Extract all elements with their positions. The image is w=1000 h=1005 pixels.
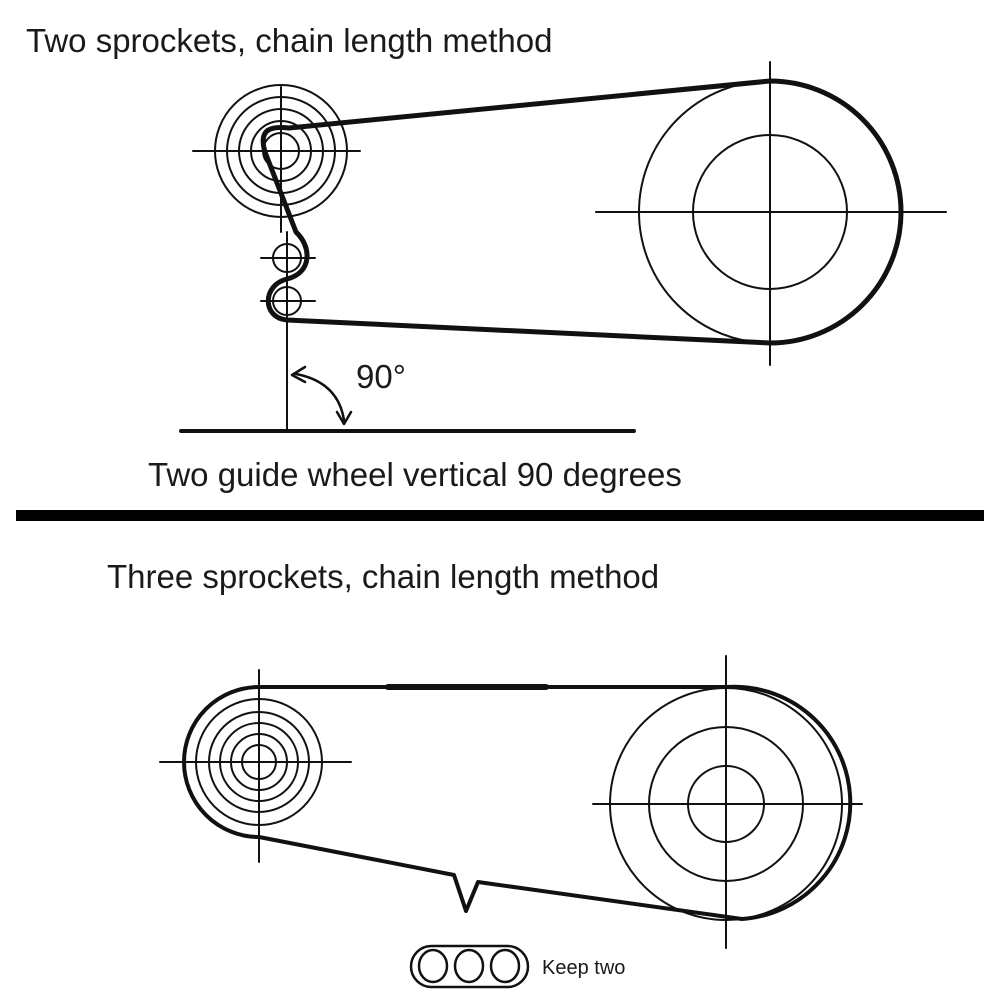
section-divider	[16, 510, 984, 521]
top-diagram-title: Two sprockets, chain length method	[26, 22, 553, 59]
chain-bottom	[182, 684, 853, 921]
small-sprocket-bottom-crosshair	[159, 669, 352, 863]
top-diagram-caption: Two guide wheel vertical 90 degrees	[148, 456, 682, 493]
large-sprocket-bottom-crosshair	[592, 655, 863, 949]
large-sprocket-top-crosshair	[595, 61, 947, 366]
small-sprocket-top-crosshair	[192, 86, 361, 233]
angle-arc	[290, 365, 353, 426]
chain-link-label: Keep two	[542, 957, 626, 979]
angle-label: 90°	[356, 358, 406, 395]
bottom-diagram-title: Three sprockets, chain length method	[107, 558, 660, 595]
chain-top	[260, 78, 904, 346]
chain-link-icon	[409, 944, 530, 989]
